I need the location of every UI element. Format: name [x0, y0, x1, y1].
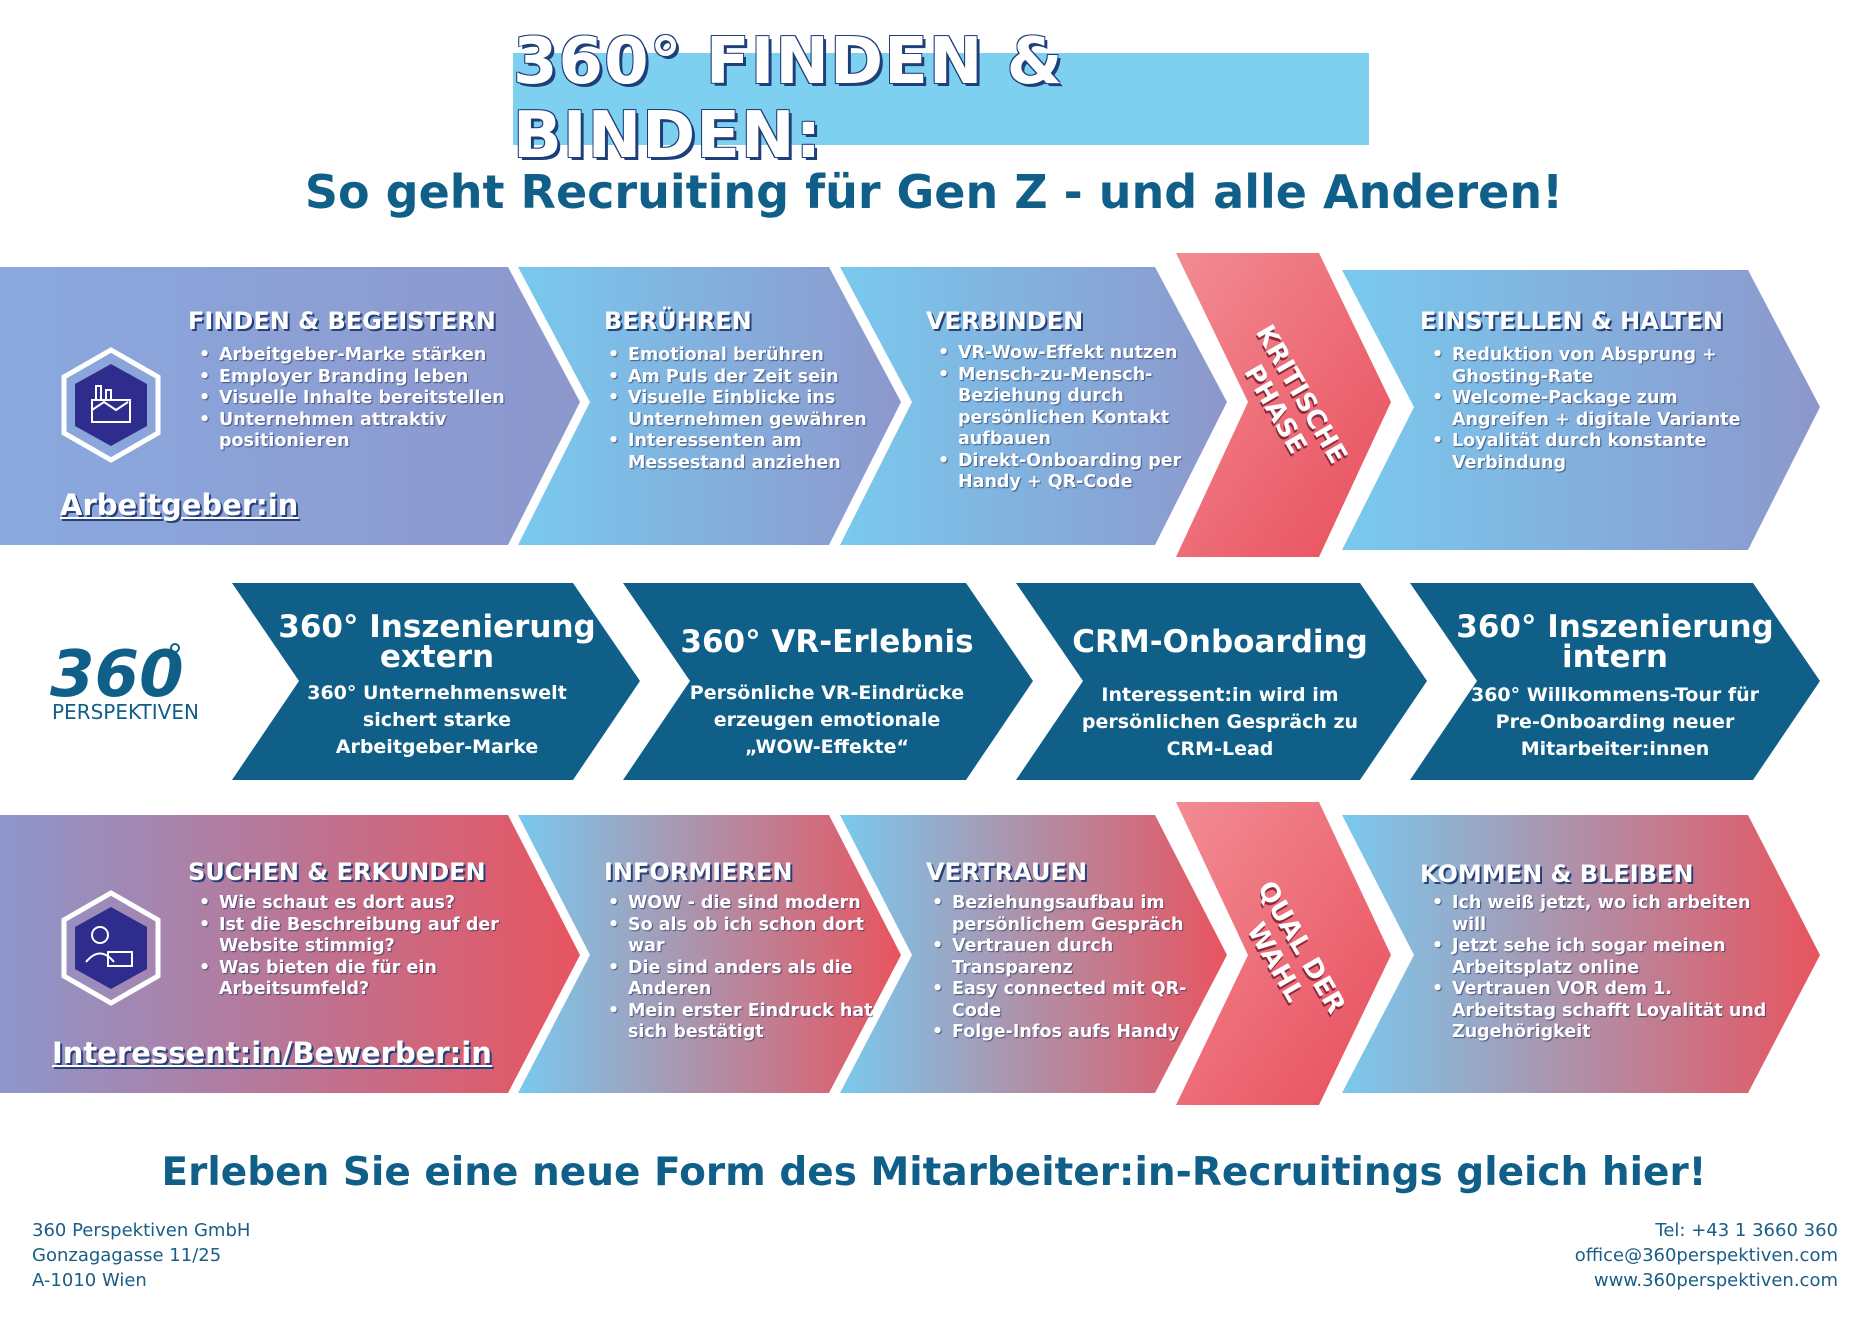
bullets-verbinden: VR-Wow-Effekt nutzen Mensch-zu-Mensch-Be…: [934, 343, 1194, 494]
logo-360-icon: 360: [50, 638, 184, 712]
step-desc-1: 360° Unternehmenswelt sichert starke Arb…: [262, 680, 612, 761]
step-desc-line: Persönliche VR-Eindrücke: [689, 682, 965, 704]
step-desc-2: Persönliche VR-Eindrücke erzeugen emotio…: [652, 680, 1002, 761]
step-desc-line: „WOW-Effekte“: [745, 736, 909, 758]
main-title: 360° FINDEN & BINDEN:: [513, 25, 1064, 173]
bullet: Beziehungsaufbau im persönlichem Gespräc…: [928, 893, 1198, 936]
phase-title-beruehren: BERÜHREN: [604, 307, 752, 335]
step-desc-line: Pre-Onboarding neuer: [1495, 711, 1735, 733]
bullets-informieren: WOW - die sind modern So als ob ich scho…: [604, 893, 874, 1044]
bullet: Mein erster Eindruck hat sich bestätigt: [604, 1001, 874, 1044]
bullets-einstellen: Reduktion von Absprung + Ghosting-Rate W…: [1428, 345, 1748, 474]
step-desc-line: Mitarbeiter:innen: [1520, 738, 1710, 760]
arrow-mid-2: [623, 583, 1033, 780]
step-title-2: 360° VR-Erlebnis: [652, 624, 1002, 660]
bullet: Ist die Beschreibung auf der Website sti…: [195, 915, 525, 958]
phase-title-kommen: KOMMEN & BLEIBEN: [1420, 860, 1694, 888]
step-title-line: 360° Inszenierung: [278, 609, 596, 645]
phase-title-verbinden: VERBINDEN: [926, 307, 1084, 335]
step-title-line: 360° Inszenierung: [1456, 609, 1774, 645]
step-desc-line: 360° Unternehmenswelt: [307, 682, 567, 704]
address-line: 360 Perspektiven GmbH: [32, 1220, 251, 1241]
arrow-mid-3: [1016, 583, 1427, 780]
footer-cta[interactable]: Erleben Sie eine neue Form des Mitarbeit…: [161, 1150, 1707, 1195]
bullets-finden: Arbeitgeber-Marke stärken Employer Brand…: [195, 345, 525, 453]
bullet: Employer Branding leben: [195, 367, 525, 389]
address-line: Gonzagagasse 11/25: [32, 1245, 222, 1266]
bullet: Visuelle Einblicke ins Unternehmen gewäh…: [604, 388, 884, 431]
bullet: Am Puls der Zeit sein: [604, 367, 884, 389]
bullet: Visuelle Inhalte bereitstellen: [195, 388, 525, 410]
person-id-icon: [61, 890, 161, 1006]
bullet: Reduktion von Absprung + Ghosting-Rate: [1428, 345, 1748, 388]
arrow-mid-4: [1410, 583, 1820, 780]
bullet: Welcome-Package zum Angreifen + digitale…: [1428, 388, 1748, 431]
bullet: Die sind anders als die Anderen: [604, 958, 874, 1001]
bullet: Loyalität durch konstante Verbindung: [1428, 431, 1748, 474]
step-desc-line: persönlichen Gespräch zu: [1081, 711, 1359, 733]
bullet: Jetzt sehe ich sogar meinen Arbeitsplatz…: [1428, 936, 1768, 979]
bullet: Vertrauen durch Transparenz: [928, 936, 1198, 979]
bullets-suchen: Wie schaut es dort aus? Ist die Beschrei…: [195, 893, 525, 1001]
phase-title-informieren: INFORMIEREN: [604, 858, 793, 886]
step-desc-line: CRM-Lead: [1166, 738, 1274, 760]
bullet: Direkt-Onboarding per Handy + QR-Code: [934, 451, 1194, 494]
step-title-4: 360° Inszenierung intern: [1440, 609, 1790, 675]
step-title-line: extern: [379, 639, 495, 675]
bullets-kommen: Ich weiß jetzt, wo ich arbeiten will Jet…: [1428, 893, 1768, 1044]
bullet: Wie schaut es dort aus?: [195, 893, 525, 915]
phase-title-einstellen: EINSTELLEN & HALTEN: [1420, 307, 1723, 335]
bullets-vertrauen: Beziehungsaufbau im persönlichem Gespräc…: [928, 893, 1198, 1044]
step-desc-line: Interessent:in wird im: [1101, 684, 1339, 706]
phone[interactable]: Tel: +43 1 3660 360: [1655, 1220, 1838, 1241]
bullet: Interessenten am Messestand anziehen: [604, 431, 884, 474]
step-desc-line: sichert starke: [362, 709, 512, 731]
bullet: Folge-Infos aufs Handy: [928, 1022, 1198, 1044]
bullet: Arbeitgeber-Marke stärken: [195, 345, 525, 367]
phase-title-suchen: SUCHEN & ERKUNDEN: [188, 858, 486, 886]
bullet: Emotional berühren: [604, 345, 884, 367]
bullet: Unternehmen attraktiv positionieren: [195, 410, 525, 453]
bullet: Ich weiß jetzt, wo ich arbeiten will: [1428, 893, 1768, 936]
subtitle: So geht Recruiting für Gen Z - und alle …: [304, 165, 1564, 219]
factory-icon: [61, 347, 161, 463]
step-title-line: CRM-Onboarding: [1072, 624, 1368, 660]
bullet: VR-Wow-Effekt nutzen: [934, 343, 1194, 365]
step-title-1: 360° Inszenierung extern: [262, 609, 612, 675]
logo-text: PERSPEKTIVEN: [52, 700, 199, 724]
website-link[interactable]: www.360perspektiven.com: [1593, 1270, 1838, 1291]
bullet: WOW - die sind modern: [604, 893, 874, 915]
arrow-qual-der-wahl: [1176, 802, 1391, 1105]
side-label-candidate: Interessent:in/Bewerber:in: [52, 1036, 492, 1070]
step-desc-line: Arbeitgeber-Marke: [335, 736, 539, 758]
bullet: Easy connected mit QR-Code: [928, 979, 1198, 1022]
email-link[interactable]: office@360perspektiven.com: [1574, 1245, 1838, 1266]
side-label-employer: Arbeitgeber:in: [60, 488, 299, 522]
bullet: Mensch-zu-Mensch-Beziehung durch persönl…: [934, 365, 1194, 451]
step-title-line: 360° VR-Erlebnis: [680, 624, 974, 660]
title-banner: 360° FINDEN & BINDEN:: [513, 25, 1369, 173]
step-title-line: intern: [1562, 639, 1668, 675]
company-address: 360 Perspektiven GmbH Gonzagagasse 11/25…: [32, 1218, 250, 1293]
step-desc-4: 360° Willkommens-Tour für Pre-Onboarding…: [1440, 682, 1790, 763]
bullet: Was bieten die für ein Arbeitsumfeld?: [195, 958, 525, 1001]
step-desc-line: erzeugen emotionale: [713, 709, 941, 731]
step-title-3: CRM-Onboarding: [1045, 624, 1395, 660]
address-line: A-1010 Wien: [32, 1270, 147, 1291]
phase-title-vertrauen: VERTRAUEN: [926, 858, 1088, 886]
bullet: So als ob ich schon dort war: [604, 915, 874, 958]
step-desc-line: 360° Willkommens-Tour für: [1470, 684, 1760, 706]
bullet: Vertrauen VOR dem 1. Arbeitstag schafft …: [1428, 979, 1768, 1044]
svg-text:360: 360: [50, 638, 184, 712]
arrow-mid-1: [232, 583, 640, 780]
phase-title-finden: FINDEN & BEGEISTERN: [188, 307, 496, 335]
step-desc-3: Interessent:in wird im persönlichen Gesp…: [1045, 682, 1395, 763]
arrow-kritische-phase: [1176, 253, 1391, 557]
bullets-beruehren: Emotional berühren Am Puls der Zeit sein…: [604, 345, 884, 474]
company-contact: Tel: +43 1 3660 360 office@360perspektiv…: [1575, 1218, 1838, 1293]
